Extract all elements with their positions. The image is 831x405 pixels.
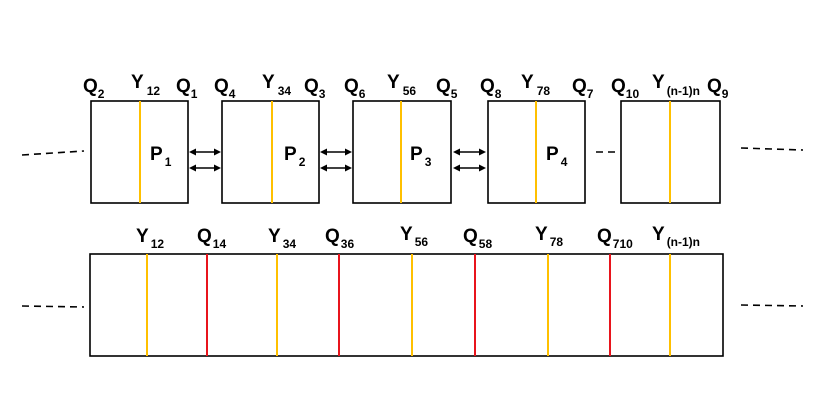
q-label: Q710	[597, 226, 633, 251]
arrowhead-icon	[214, 148, 221, 156]
exchange-arrows-3-4	[453, 148, 486, 172]
left-q-label: Q6	[344, 76, 366, 101]
arrowhead-icon	[320, 148, 327, 156]
left-continuation-dashes	[21, 150, 85, 156]
arrowhead-icon	[479, 148, 486, 156]
left-q-label: Q2	[83, 76, 105, 101]
left-q-label: Q4	[214, 76, 236, 101]
left-continuation-dashes	[21, 305, 85, 308]
arrowhead-icon	[320, 164, 327, 172]
arrowhead-icon	[453, 148, 460, 156]
right-q-label: Q5	[436, 76, 458, 101]
right-q-label: Q9	[707, 76, 729, 101]
right-q-label: Q7	[572, 76, 594, 101]
arrowhead-icon	[345, 148, 352, 156]
q-label: Q58	[463, 226, 492, 251]
arrowhead-icon	[345, 164, 352, 172]
right-q-label: Q1	[176, 76, 198, 101]
q-label: Q36	[325, 226, 354, 251]
left-q-label: Q8	[480, 76, 502, 101]
q-label: Q14	[197, 226, 226, 251]
exchange-arrows-1-2	[189, 148, 221, 172]
subdomain-rect	[221, 100, 320, 204]
y-label: Y(n-1)n	[652, 72, 700, 98]
arrowhead-icon	[214, 164, 221, 172]
exchange-arrows-2-3	[320, 148, 352, 172]
right-continuation-dashes	[740, 147, 804, 151]
arrowhead-icon	[189, 164, 196, 172]
arrowhead-icon	[479, 164, 486, 172]
arrowhead-icon	[453, 164, 460, 172]
subdomain-box-5: Q10 Y(n-1)n Q9	[611, 72, 729, 204]
y-label: Y(n-1)n	[652, 224, 700, 249]
arrowhead-icon	[189, 148, 196, 156]
merged-domain-rect	[89, 253, 724, 357]
right-q-label: Q3	[304, 76, 326, 101]
left-q-label: Q10	[611, 76, 639, 101]
right-continuation-dashes	[740, 304, 804, 307]
